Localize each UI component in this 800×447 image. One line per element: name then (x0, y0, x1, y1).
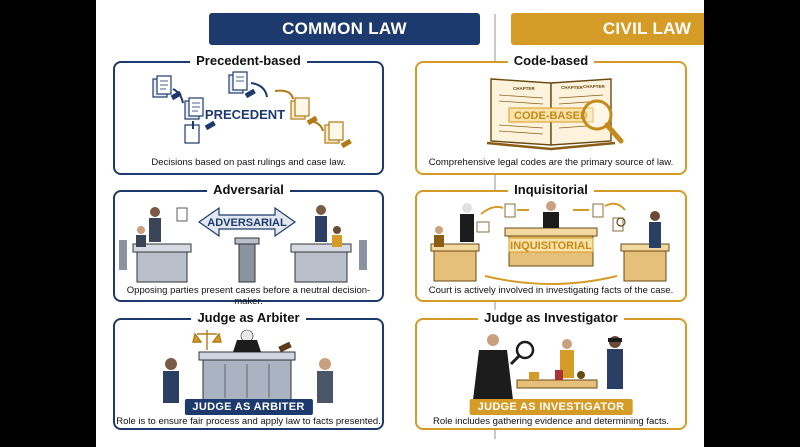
double-arrow-icon (197, 206, 297, 238)
table-icon (516, 379, 598, 389)
code-book-illustration: CHAPTER CHAPTER CHAPTER CODE-BASED (486, 78, 624, 151)
inquisitorial-panel: Inquisitorial INQUISITORIAL (415, 182, 687, 302)
common-law-header: COMMON LAW (209, 13, 480, 45)
investigator-caption: Role includes gathering evidence and det… (432, 416, 670, 427)
lawyer-figure (163, 358, 333, 403)
courtroom-inquisitorial-illustration: INQUISITORIAL (430, 201, 670, 285)
investigator-panel: Judge as Investigator (415, 310, 687, 430)
chapter-label: CHAPTER (583, 84, 606, 89)
investigator-title: Judge as Investigator (478, 310, 624, 325)
code-based-label: CODE-BASED (514, 110, 588, 122)
magnifier-icon (616, 217, 626, 227)
arbiter-title: Judge as Arbiter (191, 310, 306, 325)
arrow-icon (172, 82, 268, 129)
inquisitorial-label: INQUISITORIAL (510, 240, 592, 252)
table-icon (430, 243, 480, 282)
magnifier-icon (581, 99, 624, 144)
civil-law-header: CIVIL LAW (511, 13, 704, 45)
precedent-title: Precedent-based (190, 53, 307, 68)
adversarial-label: ADVERSARIAL (207, 217, 287, 229)
investigator-figure (560, 336, 623, 389)
judge-figure (473, 334, 513, 400)
judge-figure (460, 201, 559, 242)
document-icon (176, 207, 188, 222)
courtroom-adversarial-illustration: ADVERSARIAL (119, 205, 367, 283)
magnifier-icon (509, 340, 535, 366)
evidence-icon (529, 370, 585, 380)
adversarial-title: Adversarial (207, 182, 290, 197)
lawyer-figure (315, 205, 342, 247)
person-figure (434, 211, 661, 248)
code-based-caption: Comprehensive legal codes are the primar… (428, 157, 674, 168)
arrow-icon (274, 89, 324, 132)
adversarial-caption: Opposing parties present cases before a … (126, 285, 371, 307)
precedent-illustration: PRECEDENT (152, 71, 352, 149)
table-icon (620, 243, 670, 282)
arbiter-panel: Judge as Arbiter (113, 310, 384, 430)
precedent-caption: Decisions based on past rulings and case… (151, 157, 346, 168)
podium-icon (234, 237, 260, 283)
table-icon (132, 243, 192, 283)
code-based-title: Code-based (507, 53, 595, 68)
chapter-label: CHAPTER (513, 86, 536, 91)
infographic: COMMON LAW CIVIL LAW Precedent-based (96, 0, 704, 447)
table-icon (290, 243, 352, 283)
document-icon (290, 97, 344, 144)
chapter-label: CHAPTER (561, 85, 584, 90)
arbiter-caption: Role is to ensure fair process and apply… (116, 416, 381, 427)
investigator-label: JUDGE AS INVESTIGATOR (469, 399, 633, 415)
inquisitorial-caption: Court is actively involved in investigat… (428, 285, 674, 296)
adversarial-panel: Adversarial (113, 182, 384, 307)
arbiter-label: JUDGE AS ARBITER (184, 399, 313, 415)
gavel-icon (278, 341, 292, 353)
scales-of-justice-icon (192, 330, 222, 350)
code-based-panel: Code-based CHAPTER CHAPTER CHAPTER CODE-… (415, 53, 687, 175)
arbiter-illustration (163, 329, 333, 403)
precedent-label: PRECEDENT (205, 107, 285, 122)
judge-figure (233, 329, 261, 352)
investigator-illustration (473, 334, 623, 400)
bench-icon (198, 351, 296, 401)
inquisitorial-title: Inquisitorial (508, 182, 594, 197)
precedent-panel: Precedent-based (113, 53, 384, 175)
arrow-icon (480, 202, 626, 285)
lawyer-figure (136, 207, 161, 247)
